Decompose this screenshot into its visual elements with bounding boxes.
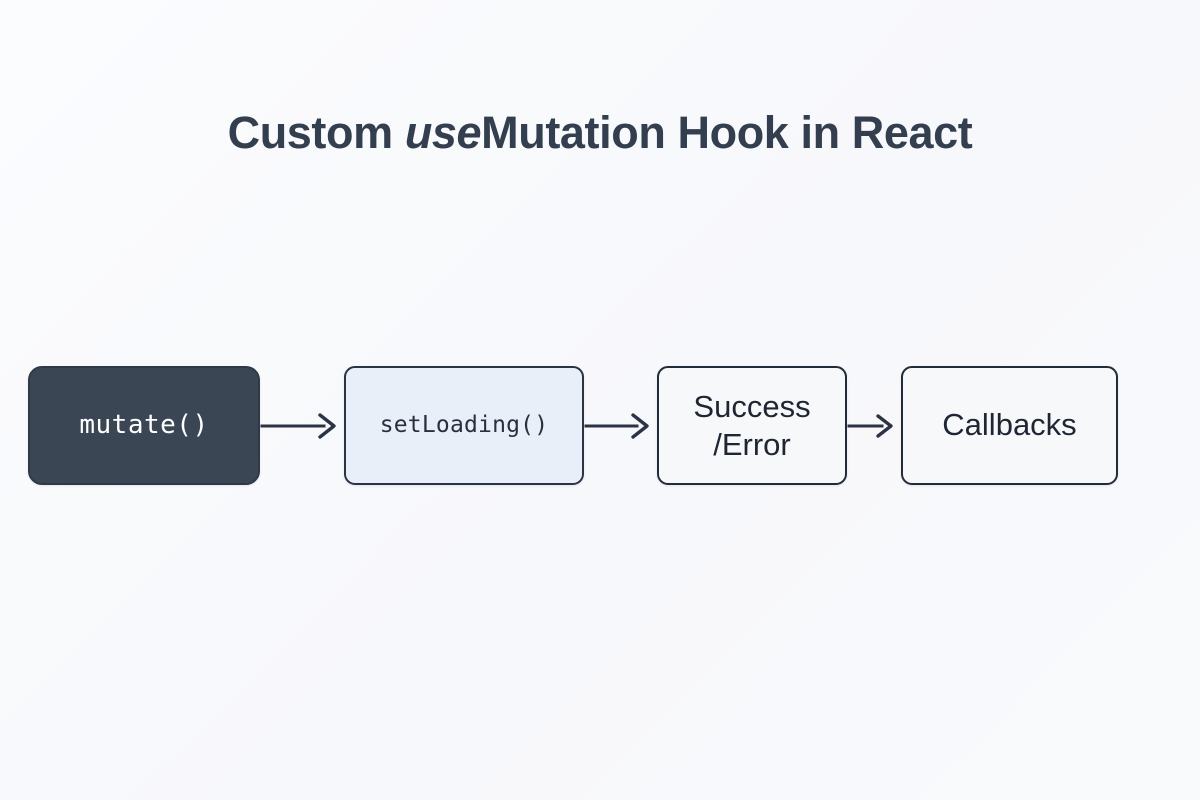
title-prefix: Custom — [227, 107, 405, 158]
flow-node-result-line1: Success — [693, 388, 811, 424]
flow-node-setloading-label: setLoading() — [379, 411, 549, 438]
flow-node-callbacks-label: Callbacks — [942, 407, 1077, 443]
flow-arrow-1 — [260, 410, 342, 442]
flow-diagram: mutate() setLoading() Success/Error — [0, 366, 1200, 486]
flow-node-result[interactable]: Success/Error — [657, 366, 847, 485]
flow-arrow-3 — [847, 410, 899, 442]
title-emphasis: use — [404, 107, 482, 158]
flow-node-setloading[interactable]: setLoading() — [344, 366, 584, 485]
flow-node-callbacks[interactable]: Callbacks — [901, 366, 1118, 485]
flow-node-mutate-label: mutate() — [79, 410, 209, 441]
flow-node-result-label: Success/Error — [693, 388, 810, 464]
title-suffix: Mutation Hook in React — [481, 107, 973, 158]
flow-arrow-2 — [584, 410, 655, 442]
flow-node-result-line2: /Error — [713, 426, 791, 462]
page-title: Custom useMutation Hook in React — [0, 108, 1200, 158]
flow-node-mutate[interactable]: mutate() — [28, 366, 260, 485]
